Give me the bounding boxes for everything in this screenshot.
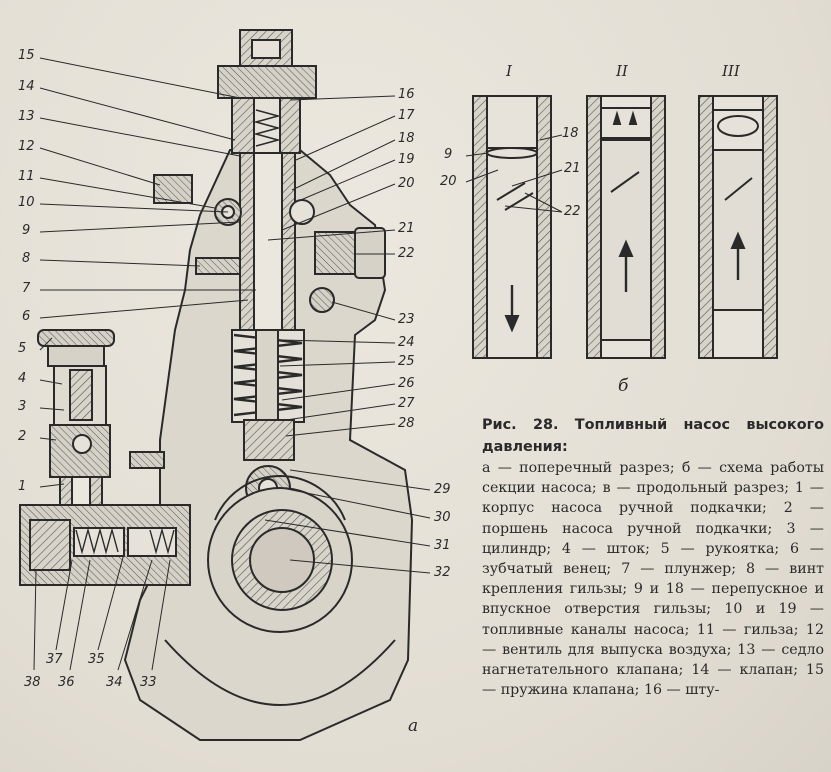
callout-6: 6 bbox=[22, 309, 31, 324]
callout-5: 5 bbox=[18, 341, 27, 356]
callout-18: 18 bbox=[398, 131, 415, 146]
callout-31: 31 bbox=[434, 538, 451, 553]
scheme-callout-18: 18 bbox=[562, 126, 579, 141]
callout-26: 26 bbox=[398, 376, 415, 391]
scheme-callout-9: 9 bbox=[444, 147, 453, 162]
sleeve-I bbox=[472, 95, 552, 359]
callout-28: 28 bbox=[398, 416, 415, 431]
scheme-callout-22: 22 bbox=[564, 204, 581, 219]
sleeve-scheme bbox=[465, 95, 778, 359]
figure-caption: Рис. 28. Топливный насос высокого давлен… bbox=[482, 414, 824, 700]
variant-II-label: II bbox=[616, 62, 628, 80]
callout-37: 37 bbox=[46, 652, 63, 667]
callout-36: 36 bbox=[58, 675, 75, 690]
callout-23: 23 bbox=[398, 312, 415, 327]
callout-30: 30 bbox=[434, 510, 451, 525]
callout-27: 27 bbox=[398, 396, 415, 411]
callout-10: 10 bbox=[18, 195, 35, 210]
callout-20: 20 bbox=[398, 176, 415, 191]
callout-19: 19 bbox=[398, 152, 415, 167]
sleeve-II bbox=[586, 95, 666, 359]
variant-III-label: III bbox=[722, 62, 740, 80]
callout-21: 21 bbox=[398, 221, 415, 236]
callout-32: 32 bbox=[434, 565, 451, 580]
leader-lines-right bbox=[264, 95, 431, 574]
callout-4: 4 bbox=[18, 371, 27, 386]
callout-35: 35 bbox=[88, 652, 105, 667]
callout-3: 3 bbox=[18, 399, 27, 414]
callout-11: 11 bbox=[18, 169, 35, 184]
callout-15: 15 bbox=[18, 48, 35, 63]
callout-38: 38 bbox=[24, 675, 41, 690]
variant-I-label: I bbox=[506, 62, 512, 80]
sleeve-III bbox=[698, 95, 778, 359]
subfigure-a-label: а bbox=[408, 716, 419, 736]
callout-22: 22 bbox=[398, 246, 415, 261]
caption-title: Рис. 28. Топливный насос высокого давлен… bbox=[482, 417, 824, 455]
callout-14: 14 bbox=[18, 79, 35, 94]
callout-29: 29 bbox=[434, 482, 451, 497]
callout-2: 2 bbox=[18, 429, 27, 444]
caption-body: а — поперечный разрез; б — схема работы … bbox=[482, 460, 824, 699]
callout-13: 13 bbox=[18, 109, 35, 124]
callout-24: 24 bbox=[398, 335, 415, 350]
leader-lines-bottom bbox=[33, 549, 171, 671]
scheme-callout-21: 21 bbox=[564, 161, 581, 176]
callout-16: 16 bbox=[398, 87, 415, 102]
callout-9: 9 bbox=[22, 223, 31, 238]
callout-25: 25 bbox=[398, 354, 415, 369]
callout-34: 34 bbox=[106, 675, 123, 690]
pump-body bbox=[19, 29, 414, 741]
callout-12: 12 bbox=[18, 139, 35, 154]
leader-lines-left bbox=[39, 57, 256, 488]
scheme-callout-20: 20 bbox=[440, 174, 457, 189]
callout-7: 7 bbox=[22, 281, 31, 296]
subfigure-b-label: б bbox=[618, 376, 629, 396]
callout-1: 1 bbox=[18, 479, 27, 494]
callout-33: 33 bbox=[140, 675, 157, 690]
callout-17: 17 bbox=[398, 108, 415, 123]
callout-8: 8 bbox=[22, 251, 31, 266]
